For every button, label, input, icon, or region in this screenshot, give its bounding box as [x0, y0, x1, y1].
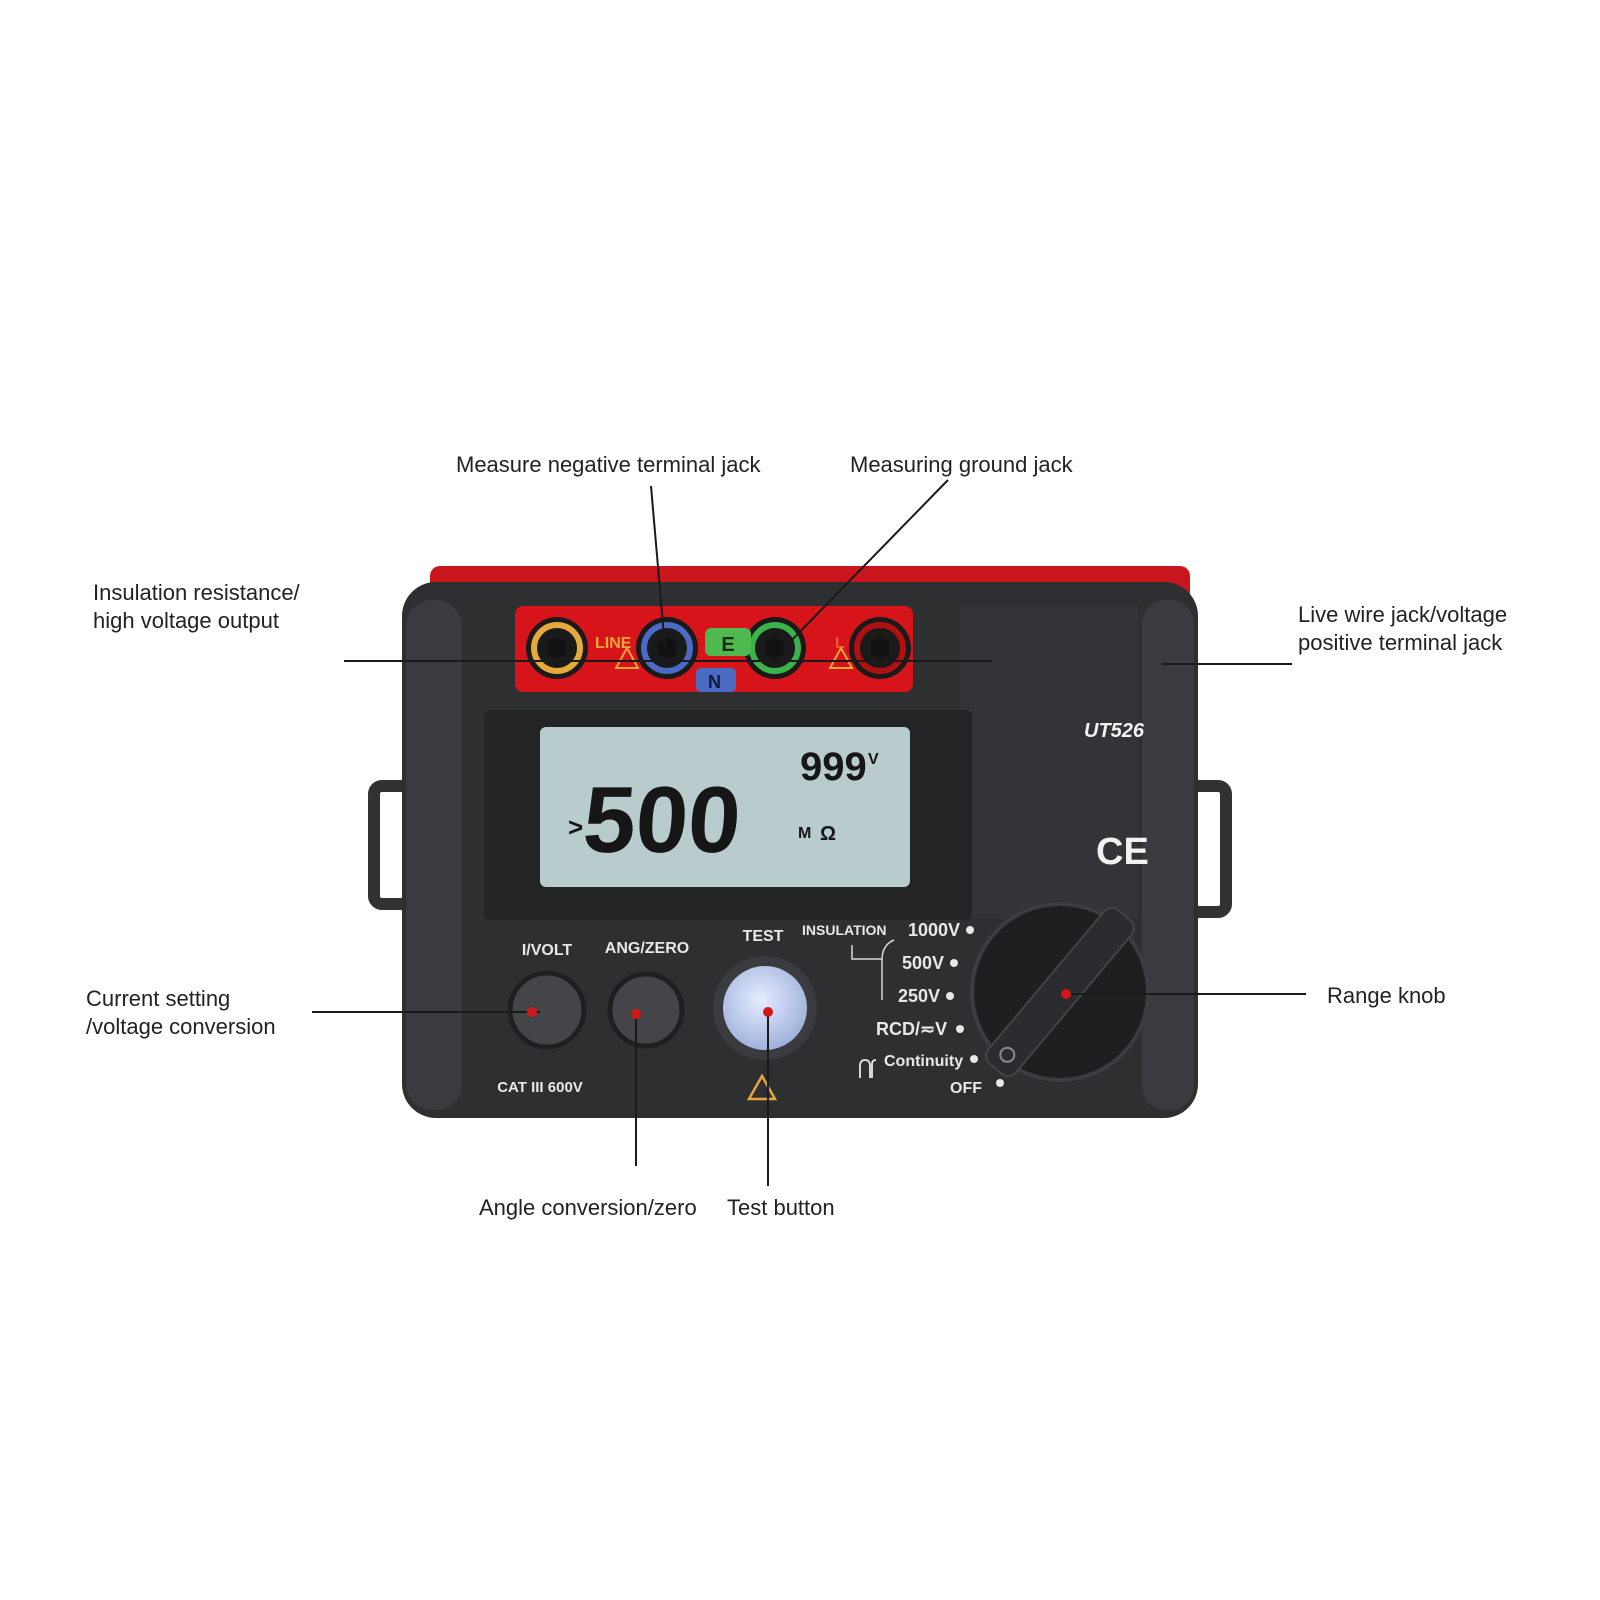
ce-mark: CE: [1096, 831, 1149, 873]
lcd-top-reading: 999: [800, 745, 867, 789]
callout-negative-jack: Measure negative terminal jack: [456, 452, 761, 477]
lcd-unit-m: M: [798, 825, 811, 842]
model-label: UT526: [1084, 720, 1145, 742]
warning-icon-live: [828, 645, 854, 669]
multifunction-tester-device: E LINE N L MULTI-FUNCTION TESTER UT526 C…: [368, 566, 1232, 1118]
callout-range-knob: Range knob: [1327, 983, 1446, 1008]
angzero-label: ANG/ZERO: [605, 940, 689, 957]
e-label-bg: [705, 628, 751, 656]
continuity-icon: [859, 1059, 877, 1078]
callout-angle-zero: Angle conversion/zero: [479, 1195, 697, 1220]
callout-lines: [312, 479, 1306, 1186]
dial-position-dots: [946, 926, 1004, 1087]
right-upper-panel: [960, 606, 1138, 918]
ivolt-button[interactable]: [507, 970, 587, 1050]
jack-line[interactable]: [526, 617, 588, 679]
callout-current-setting-line2: /voltage conversion: [86, 1014, 276, 1039]
callout-current-setting-line1: Current setting: [86, 986, 230, 1011]
lcd-top-unit: V: [868, 751, 879, 768]
jack-live[interactable]: [849, 617, 911, 679]
callout-test-button: Test button: [727, 1195, 835, 1220]
callout-ground-jack: Measuring ground jack: [850, 452, 1074, 477]
insulation-bracket: [851, 939, 895, 1000]
dial-off: OFF: [950, 1080, 982, 1097]
rating-label: CAT III 600V: [497, 1079, 583, 1096]
callout-insulation-line1: Insulation resistance/: [93, 580, 301, 605]
range-knob-pointer: [985, 906, 1135, 1078]
left-clip: [368, 780, 402, 910]
pointer-dots: [527, 989, 1071, 1019]
dial-continuity: Continuity: [884, 1053, 963, 1070]
dial-insulation-label: INSULATION: [802, 922, 887, 938]
test-label: TEST: [743, 928, 784, 945]
warning-icon-line: [614, 645, 640, 669]
line-label: LINE: [595, 635, 632, 652]
right-clip: [1198, 780, 1232, 918]
device-left-rail: [406, 600, 462, 1110]
ivolt-label: I/VOLT: [522, 942, 573, 959]
n-label: N: [708, 672, 721, 692]
callout-insulation-line2: high voltage output: [93, 608, 279, 633]
dial-rcd: RCD/≂V: [876, 1019, 947, 1039]
lcd-arrow: >: [568, 812, 583, 842]
lcd-screen: [540, 727, 910, 887]
lcd-unit-ohm: Ω: [820, 823, 836, 845]
device-right-rail: [1142, 600, 1194, 1110]
callout-live-wire-line1: Live wire jack/voltage: [1298, 602, 1507, 627]
dial-250v: 250V: [898, 986, 940, 1006]
n-label-bg: [696, 668, 736, 692]
callout-live-wire-line2: positive terminal jack: [1298, 630, 1503, 655]
dial-1000v: 1000V: [908, 920, 960, 940]
dial-500v: 500V: [902, 953, 944, 973]
jack-ground[interactable]: [744, 617, 806, 679]
l-label: L: [835, 635, 845, 652]
lcd-main-reading: 500: [580, 767, 744, 872]
jack-negative[interactable]: [636, 617, 698, 679]
e-label: E: [721, 634, 734, 656]
angzero-button[interactable]: [607, 971, 685, 1049]
